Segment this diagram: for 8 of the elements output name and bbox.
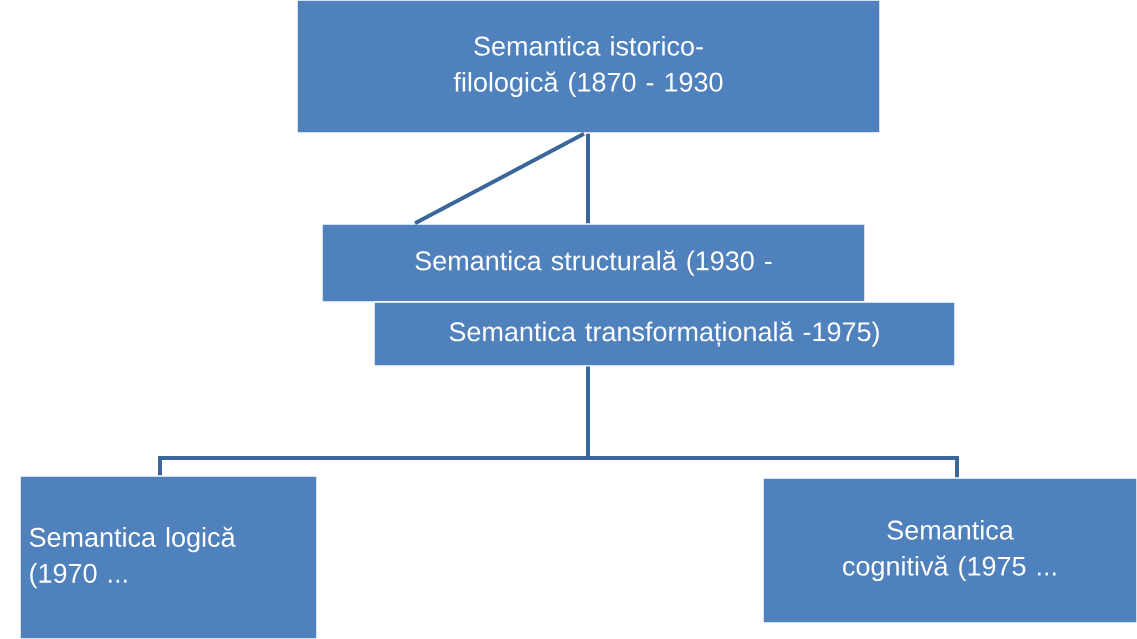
process-box: Semantica istorico-filologică (1870 - 1930 [296,0,881,134]
process-box: Semantica logică (1970 ... [19,475,318,639]
process-box: Semantica structurală (1930 - [321,223,866,303]
connector-line [414,131,585,225]
process-box: Semantica cognitivă (1975 ... [762,477,1137,624]
connector-line [586,133,590,224]
connector-line [586,366,959,478]
process-box: Semantica transformațională -1975) [373,301,956,367]
